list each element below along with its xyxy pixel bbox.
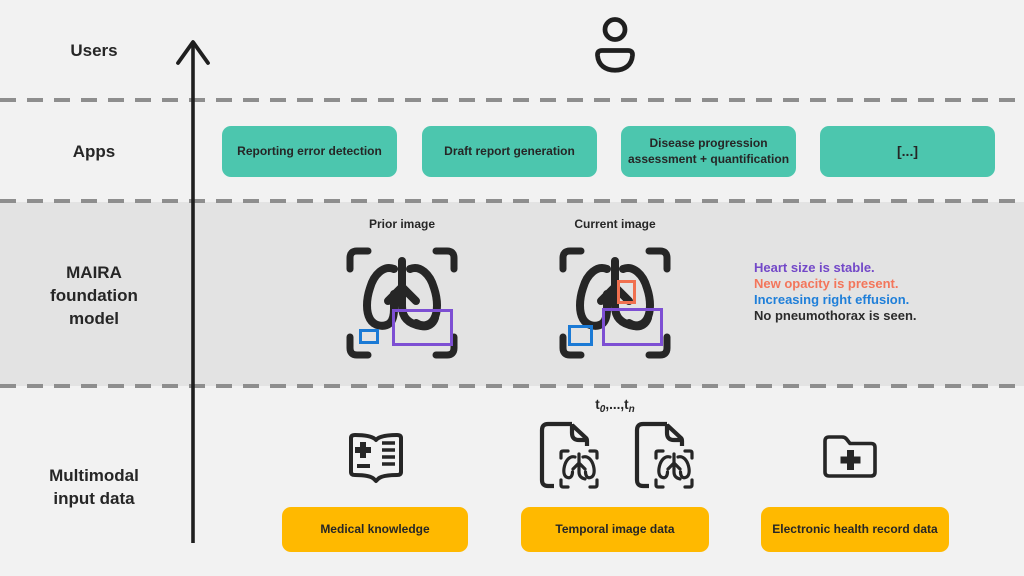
inputs-row-label: Multimodal input data (49, 464, 139, 510)
time-series-label-part: ,...,t (605, 397, 629, 412)
finding-bbox-purple (392, 309, 453, 346)
xray-document-icon (634, 421, 694, 489)
model-row-label-line: MAIRA (66, 263, 122, 282)
time-series-subscript: n (628, 404, 635, 415)
person-icon (595, 17, 635, 73)
prior-image-caption: Prior image (368, 217, 436, 231)
app-chip-reporting-error-detection: Reporting error detection (222, 126, 397, 177)
time-series-label-part: t (595, 397, 600, 412)
finding-bbox-orange (617, 280, 636, 304)
app-chip-disease-progression: Disease progression assessment + quantif… (621, 126, 796, 177)
up-arrow-icon (176, 40, 210, 543)
inputs-row-label-line: Multimodal (49, 466, 139, 485)
users-row-label: Users (70, 41, 118, 60)
row-divider (0, 199, 1024, 203)
xray-document-icon (539, 421, 599, 489)
medical-book-icon (349, 433, 403, 483)
data-chip-temporal-image-data: Temporal image data (521, 507, 709, 552)
app-chip-draft-report-generation: Draft report generation (422, 126, 597, 177)
finding-text: No pneumothorax is seen. (754, 307, 917, 323)
row-divider (0, 98, 1024, 102)
finding-bbox-blue (568, 325, 593, 346)
model-row-label-line: foundation (50, 286, 138, 305)
current-image-figure (554, 242, 676, 364)
lungs-scan-icon (346, 247, 458, 359)
finding-bbox-purple (602, 308, 663, 346)
app-chip-more: [...] (820, 126, 995, 177)
findings-text-block: Heart size is stable. New opacity is pre… (754, 260, 917, 324)
prior-image-figure (341, 242, 463, 364)
current-image-caption: Current image (574, 217, 656, 231)
lungs-scan-icon (559, 247, 671, 359)
row-divider (0, 384, 1024, 388)
time-series-subscript: 0 (599, 404, 606, 415)
finding-bbox-blue (359, 329, 379, 344)
finding-text: New opacity is present. (754, 275, 899, 291)
model-band-background (0, 202, 1024, 386)
data-chip-medical-knowledge: Medical knowledge (282, 507, 468, 552)
medical-folder-icon (823, 435, 877, 478)
apps-row-label: Apps (72, 142, 116, 161)
finding-text: Increasing right effusion. (754, 291, 910, 307)
model-row-label-line: model (68, 309, 120, 328)
inputs-row-label-line: input data (53, 489, 135, 508)
model-row-label: MAIRA foundation model (50, 261, 138, 330)
time-series-label: t0,...,tn (595, 397, 634, 415)
data-chip-electronic-health-record: Electronic health record data (761, 507, 949, 552)
finding-text: Heart size is stable. (754, 260, 875, 275)
